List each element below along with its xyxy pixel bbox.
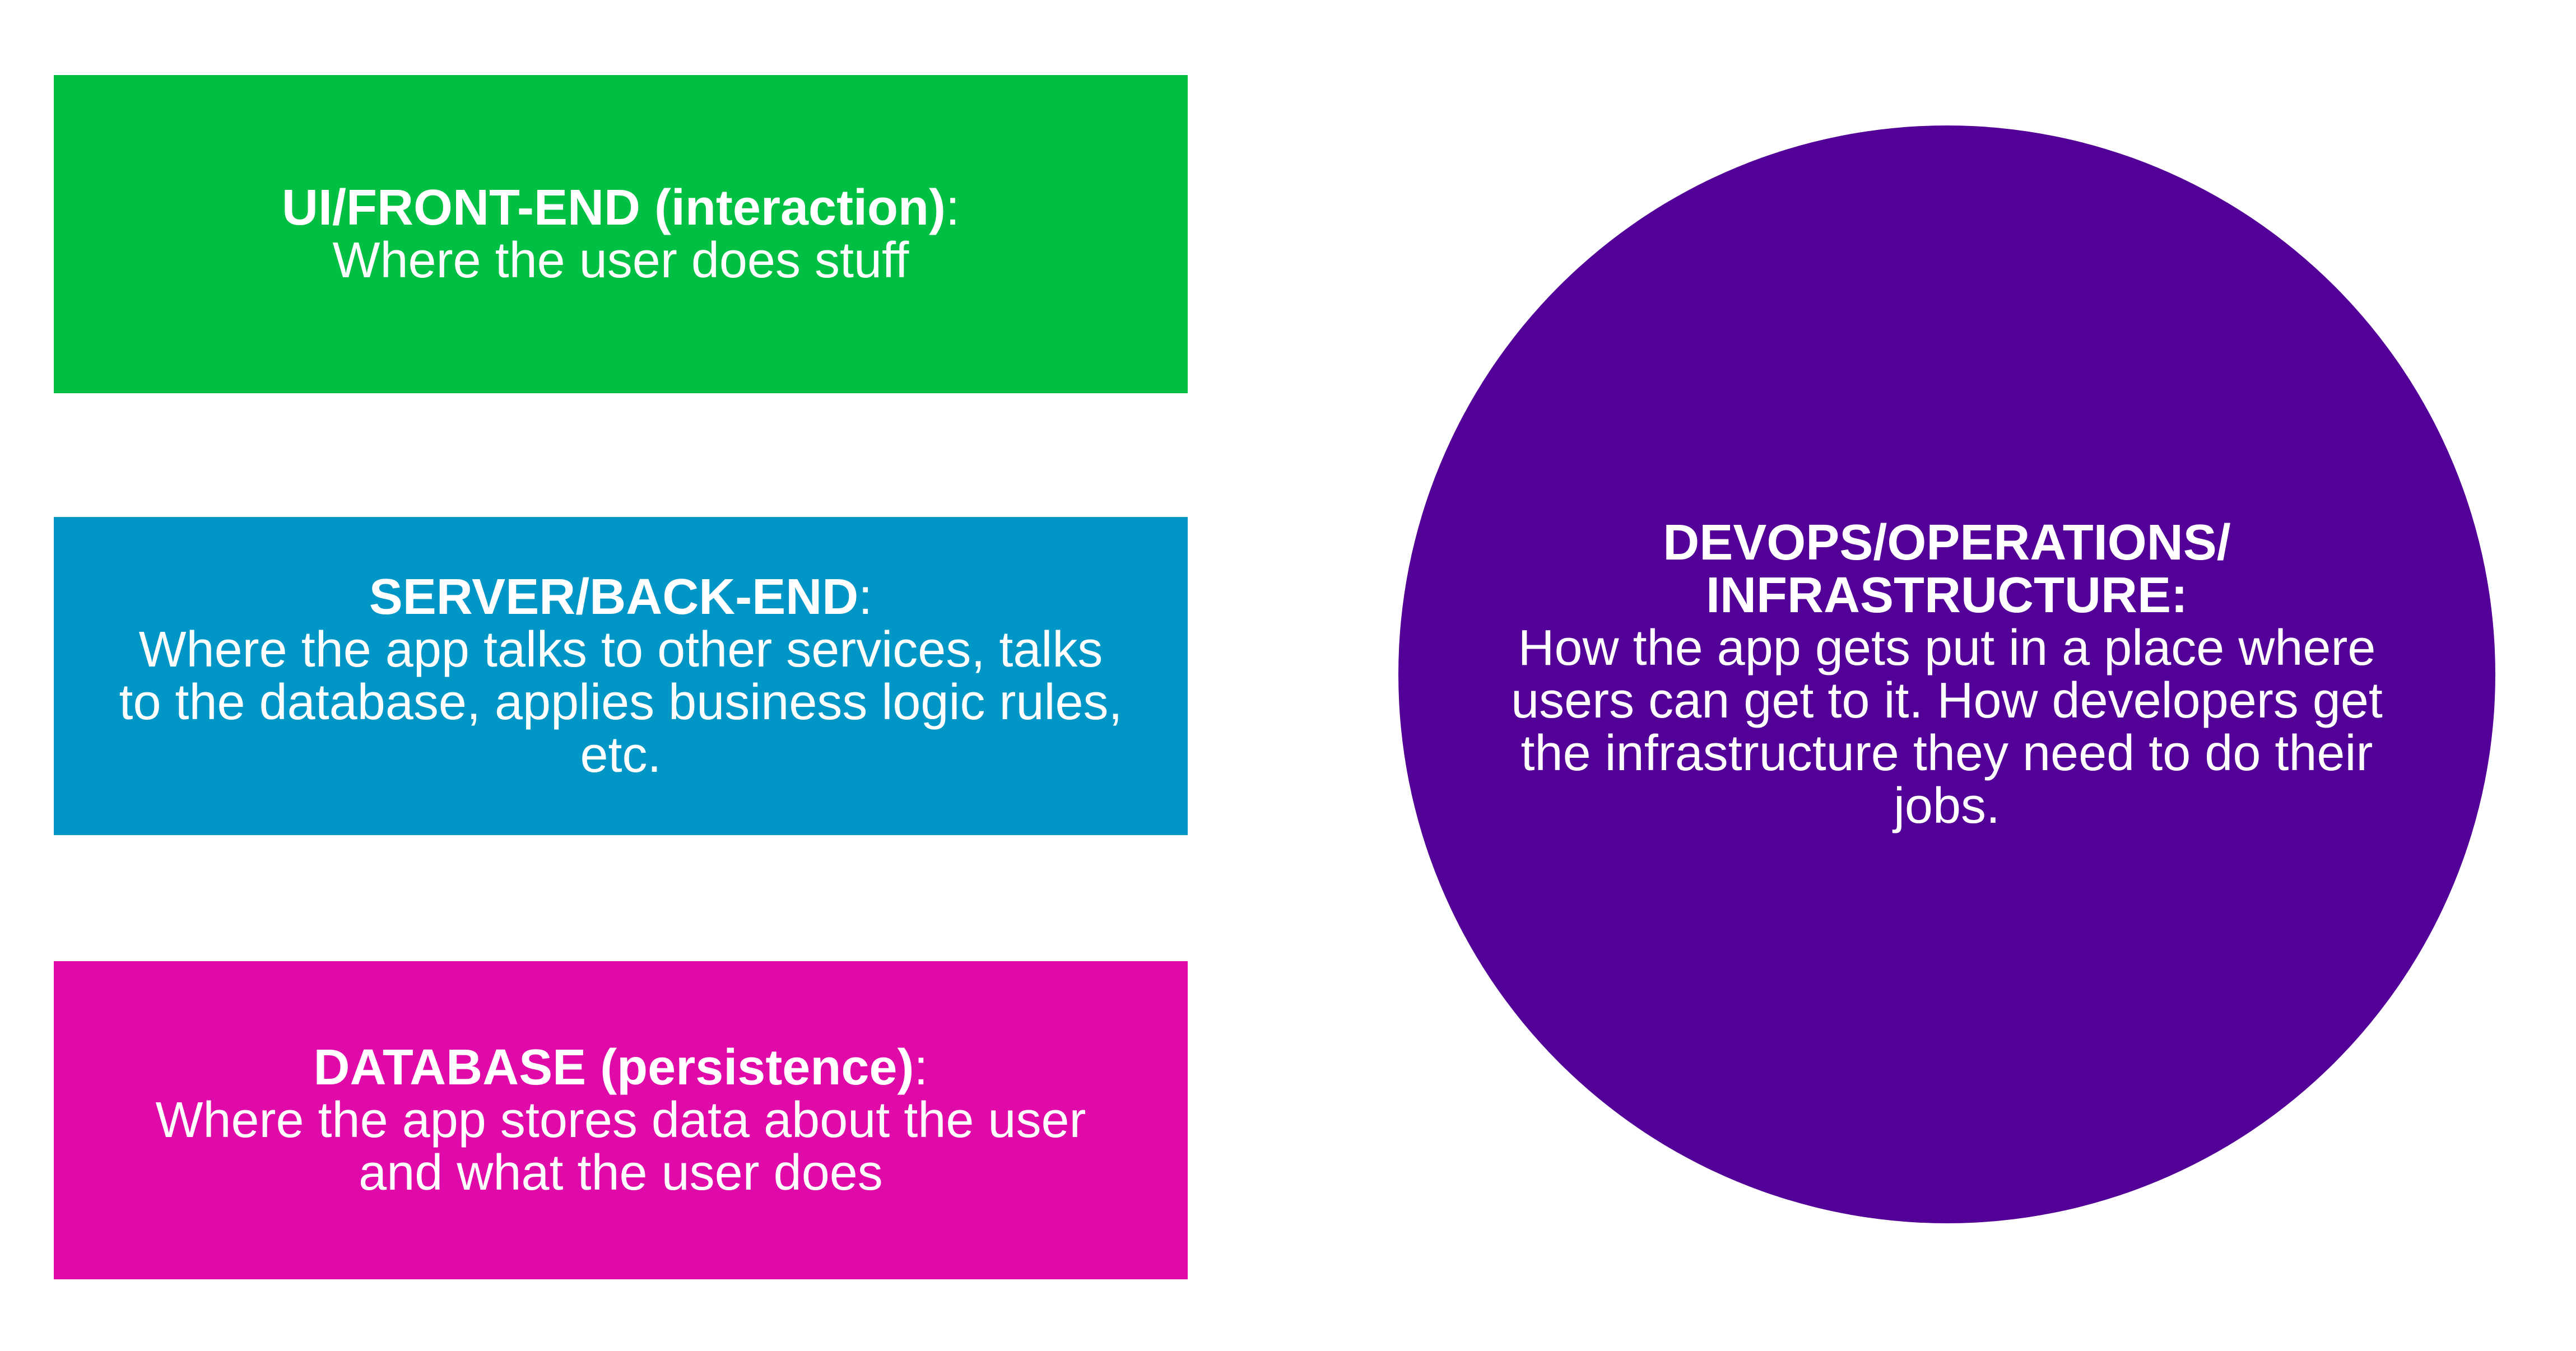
database-box: DATABASE (persistence): Where the app st… xyxy=(54,961,1188,1279)
frontend-box: UI/FRONT-END (interaction): Where the us… xyxy=(54,75,1188,393)
frontend-description: Where the user does stuff xyxy=(332,232,909,288)
database-text: DATABASE (persistence): Where the app st… xyxy=(115,1041,1126,1199)
devops-text: DEVOPS/OPERATIONS/ INFRASTRUCTURE: How t… xyxy=(1504,516,2389,832)
backend-heading: SERVER/BACK-END xyxy=(369,569,859,625)
backend-text: SERVER/BACK-END: Where the app talks to … xyxy=(115,571,1126,781)
backend-colon: : xyxy=(858,569,873,625)
devops-heading-line2: INFRASTRUCTURE: xyxy=(1706,567,2188,623)
frontend-text: UI/FRONT-END (interaction): Where the us… xyxy=(282,181,960,287)
database-colon: : xyxy=(914,1040,928,1096)
frontend-heading: UI/FRONT-END (interaction) xyxy=(281,180,946,236)
database-description: Where the app stores data about the user… xyxy=(155,1092,1086,1201)
database-heading: DATABASE (persistence) xyxy=(313,1040,914,1096)
devops-description: How the app gets put in a place where us… xyxy=(1511,620,2383,834)
frontend-colon: : xyxy=(945,180,960,236)
devops-circle: DEVOPS/OPERATIONS/ INFRASTRUCTURE: How t… xyxy=(1398,125,2495,1223)
backend-box: SERVER/BACK-END: Where the app talks to … xyxy=(54,517,1188,835)
devops-heading-line1: DEVOPS/OPERATIONS/ xyxy=(1663,515,2231,571)
backend-description: Where the app talks to other services, t… xyxy=(119,622,1123,783)
